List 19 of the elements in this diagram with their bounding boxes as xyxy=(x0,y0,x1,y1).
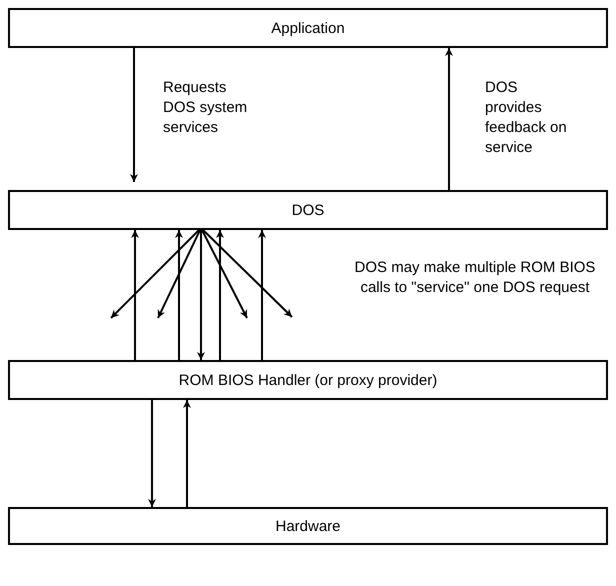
arrow xyxy=(175,230,183,360)
arrow xyxy=(148,400,156,507)
arrow xyxy=(183,400,191,507)
box-label: DOS xyxy=(292,202,324,218)
arrow xyxy=(445,48,453,190)
process-box xyxy=(8,8,608,48)
process-box xyxy=(8,360,608,400)
process-box xyxy=(8,190,608,230)
arrow xyxy=(258,230,266,360)
process-box xyxy=(8,507,608,545)
arrow xyxy=(130,48,138,182)
box-label: Hardware xyxy=(275,518,341,534)
arrow xyxy=(197,230,205,360)
arrow xyxy=(216,230,224,360)
box-label: ROM BIOS Handler (or proxy provider) xyxy=(178,372,438,388)
arrow xyxy=(131,230,139,360)
arrow xyxy=(200,228,248,318)
arrow xyxy=(157,228,202,318)
box-label: Application xyxy=(271,20,345,36)
